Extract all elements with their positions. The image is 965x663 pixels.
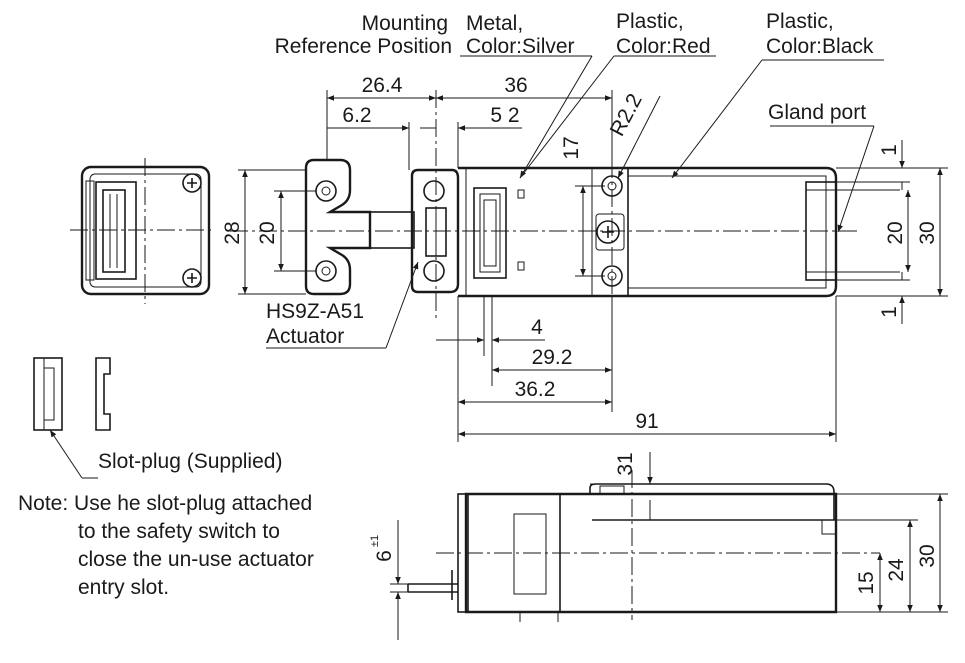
note-line-3: close the un-use actuator <box>78 548 314 571</box>
leader-lines <box>49 55 884 479</box>
slot-plug-drawing <box>33 357 111 431</box>
mounting-ref-label-1: Mounting <box>362 12 448 35</box>
plastic-red-label-1: Plastic, <box>616 10 684 33</box>
side-view <box>407 470 880 622</box>
screw-icon <box>596 220 620 244</box>
end-view <box>70 158 215 304</box>
dim-28: 28 <box>221 221 244 244</box>
gland-port-label: Gland port <box>768 101 866 124</box>
dim-36: 36 <box>504 74 527 97</box>
switch-body-top <box>230 90 948 320</box>
metal-label-2: Color:Silver <box>466 35 575 58</box>
dim-30-bottom: 30 <box>916 544 939 567</box>
dim-15: 15 <box>855 571 878 594</box>
dim-29-2: 29.2 <box>532 346 573 369</box>
dim-91: 91 <box>635 410 658 433</box>
screw-icon <box>182 173 202 193</box>
dim-1-top: 1 <box>878 144 901 156</box>
dim-20-right: 20 <box>884 221 907 244</box>
plastic-red-label-2: Color:Red <box>616 35 711 58</box>
note-line-2: to the safety switch to <box>78 520 280 543</box>
dim-17: 17 <box>560 136 583 159</box>
dim-20-left: 20 <box>256 221 279 244</box>
slot-plug-label: Slot-plug (Supplied) <box>98 450 282 473</box>
actuator-label-2: Actuator <box>266 325 344 348</box>
dim-24: 24 <box>885 558 908 582</box>
dim-31: 31 <box>614 452 637 475</box>
dimension-lines <box>238 90 948 640</box>
metal-label-1: Metal, <box>466 12 523 35</box>
dim-26-4: 26.4 <box>362 74 403 97</box>
dim-1-bottom: 1 <box>878 306 901 318</box>
plastic-black-label-2: Color:Black <box>766 35 874 58</box>
screw-icon <box>182 268 202 288</box>
note-line-4: entry slot. <box>78 576 170 599</box>
dim-6-tolerance: ±1 <box>369 535 381 547</box>
labels: Mounting Reference Position Metal, Color… <box>98 10 874 473</box>
actuator-label-1: HS9Z-A51 <box>266 300 364 323</box>
dim-4: 4 <box>531 316 543 339</box>
dim-30-top: 30 <box>916 221 939 244</box>
mounting-ref-label-2: Reference Position <box>275 35 452 58</box>
dim-6-base: 6 <box>373 550 396 562</box>
dim-6-2: 6.2 <box>342 104 371 127</box>
note-line-1: Note: Use he slot-plug attached <box>18 492 313 515</box>
dim-5-2: 5 2 <box>490 104 519 127</box>
dim-36-2: 36.2 <box>515 378 556 401</box>
plastic-black-label-1: Plastic, <box>766 10 834 33</box>
actuator-drawing <box>304 158 460 296</box>
